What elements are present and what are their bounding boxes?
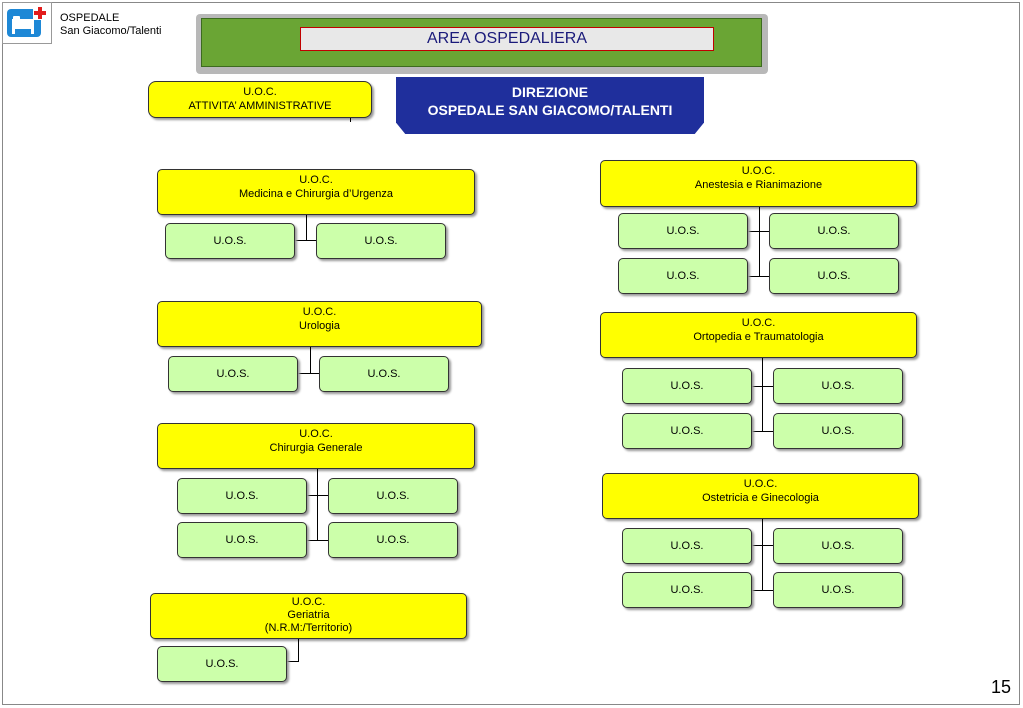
connector xyxy=(307,540,328,541)
uoc-urologia: U.O.C. Urologia xyxy=(157,301,482,347)
page-number: 15 xyxy=(990,677,1011,697)
uoc-label: U.O.C. xyxy=(741,165,776,177)
connector xyxy=(752,590,773,591)
connector xyxy=(295,240,316,241)
uos-box: U.O.S. xyxy=(319,356,449,392)
uos-box: U.O.S. xyxy=(165,223,295,259)
uoc-name: Anestesia e Rianimazione xyxy=(694,179,823,191)
uoc-label: U.O.C. xyxy=(302,306,337,318)
hospital-name-line1: OSPEDALE xyxy=(60,12,120,24)
uoc-chirurgia-generale: U.O.C. Chirurgia Generale xyxy=(157,423,475,469)
connector xyxy=(748,231,769,232)
connector xyxy=(317,469,318,541)
uoc-label: U.O.C. xyxy=(299,174,333,186)
connector xyxy=(748,276,769,277)
hospital-name: OSPEDALE San Giacomo/Talenti xyxy=(60,12,162,38)
connector xyxy=(752,431,773,432)
uoc-name: Medicina e Chirurgia d’Urgenza xyxy=(238,188,394,200)
uos-box: U.O.S. xyxy=(618,213,748,249)
connector xyxy=(307,495,328,496)
uoc-name: Urologia xyxy=(299,320,340,332)
uoc-name: Geriatria xyxy=(287,609,330,621)
uoc-geriatria: U.O.C. Geriatria (N.R.M:/Territorio) xyxy=(150,593,467,639)
uoc-medicina: U.O.C. Medicina e Chirurgia d’Urgenza xyxy=(157,169,475,215)
connector xyxy=(287,661,299,662)
connector xyxy=(298,373,319,374)
uos-box: U.O.S. xyxy=(769,213,899,249)
uoc-label: U.O.C. xyxy=(743,478,778,490)
area-title: AREA OSPEDALIERA xyxy=(300,27,714,51)
uos-box: U.O.S. xyxy=(618,258,748,294)
hospital-bed-icon xyxy=(7,6,47,37)
connector xyxy=(759,207,760,277)
connector xyxy=(350,118,351,122)
uoc-ortopedia: U.O.C. Ortopedia e Traumatologia xyxy=(600,312,917,358)
connector xyxy=(298,639,299,661)
uoc-label: U.O.C. xyxy=(299,428,333,440)
uos-box: U.O.S. xyxy=(622,368,752,404)
connector xyxy=(762,358,763,432)
uos-box: U.O.S. xyxy=(773,368,903,404)
connector xyxy=(752,386,773,387)
uos-box: U.O.S. xyxy=(316,223,446,259)
uos-box: U.O.S. xyxy=(328,478,458,514)
uos-box: U.O.S. xyxy=(177,522,307,558)
uos-box: U.O.S. xyxy=(622,572,752,608)
uoc-name: Ortopedia e Traumatologia xyxy=(693,331,824,343)
connector xyxy=(310,347,311,374)
uoc-note: (N.R.M:/Territorio) xyxy=(264,622,353,634)
uos-box: U.O.S. xyxy=(168,356,298,392)
uos-box: U.O.S. xyxy=(157,646,287,682)
connector xyxy=(762,519,763,591)
uoc-label: U.O.C. xyxy=(291,596,326,608)
uos-box: U.O.S. xyxy=(773,413,903,449)
uos-box: U.O.S. xyxy=(622,413,752,449)
uoc-name: Ostetricia e Ginecologia xyxy=(702,492,819,504)
uos-box: U.O.S. xyxy=(773,572,903,608)
uos-box: U.O.S. xyxy=(622,528,752,564)
direzione-box: DIREZIONE OSPEDALE SAN GIACOMO/TALENTI xyxy=(396,77,704,134)
uoc-label: U.O.C. xyxy=(741,317,776,329)
connector xyxy=(752,545,773,546)
direzione-line1: DIREZIONE xyxy=(511,84,589,100)
uoc-ostetricia: U.O.C. Ostetricia e Ginecologia xyxy=(602,473,919,519)
connector xyxy=(306,215,307,241)
hospital-logo xyxy=(2,2,52,44)
uos-box: U.O.S. xyxy=(177,478,307,514)
hospital-name-line2: San Giacomo/Talenti xyxy=(60,25,162,37)
uoc-name: Chirurgia Generale xyxy=(269,442,363,454)
uos-box: U.O.S. xyxy=(773,528,903,564)
uoc-anestesia: U.O.C. Anestesia e Rianimazione xyxy=(600,160,917,207)
uoc-name: ATTIVITA’ AMMINISTRATIVE xyxy=(188,100,332,112)
uoc-attivita-amministrative: U.O.C. ATTIVITA’ AMMINISTRATIVE xyxy=(148,81,372,118)
direzione-line2: OSPEDALE SAN GIACOMO/TALENTI xyxy=(427,102,673,118)
uos-box: U.O.S. xyxy=(328,522,458,558)
uoc-label: U.O.C. xyxy=(243,86,277,98)
uos-box: U.O.S. xyxy=(769,258,899,294)
